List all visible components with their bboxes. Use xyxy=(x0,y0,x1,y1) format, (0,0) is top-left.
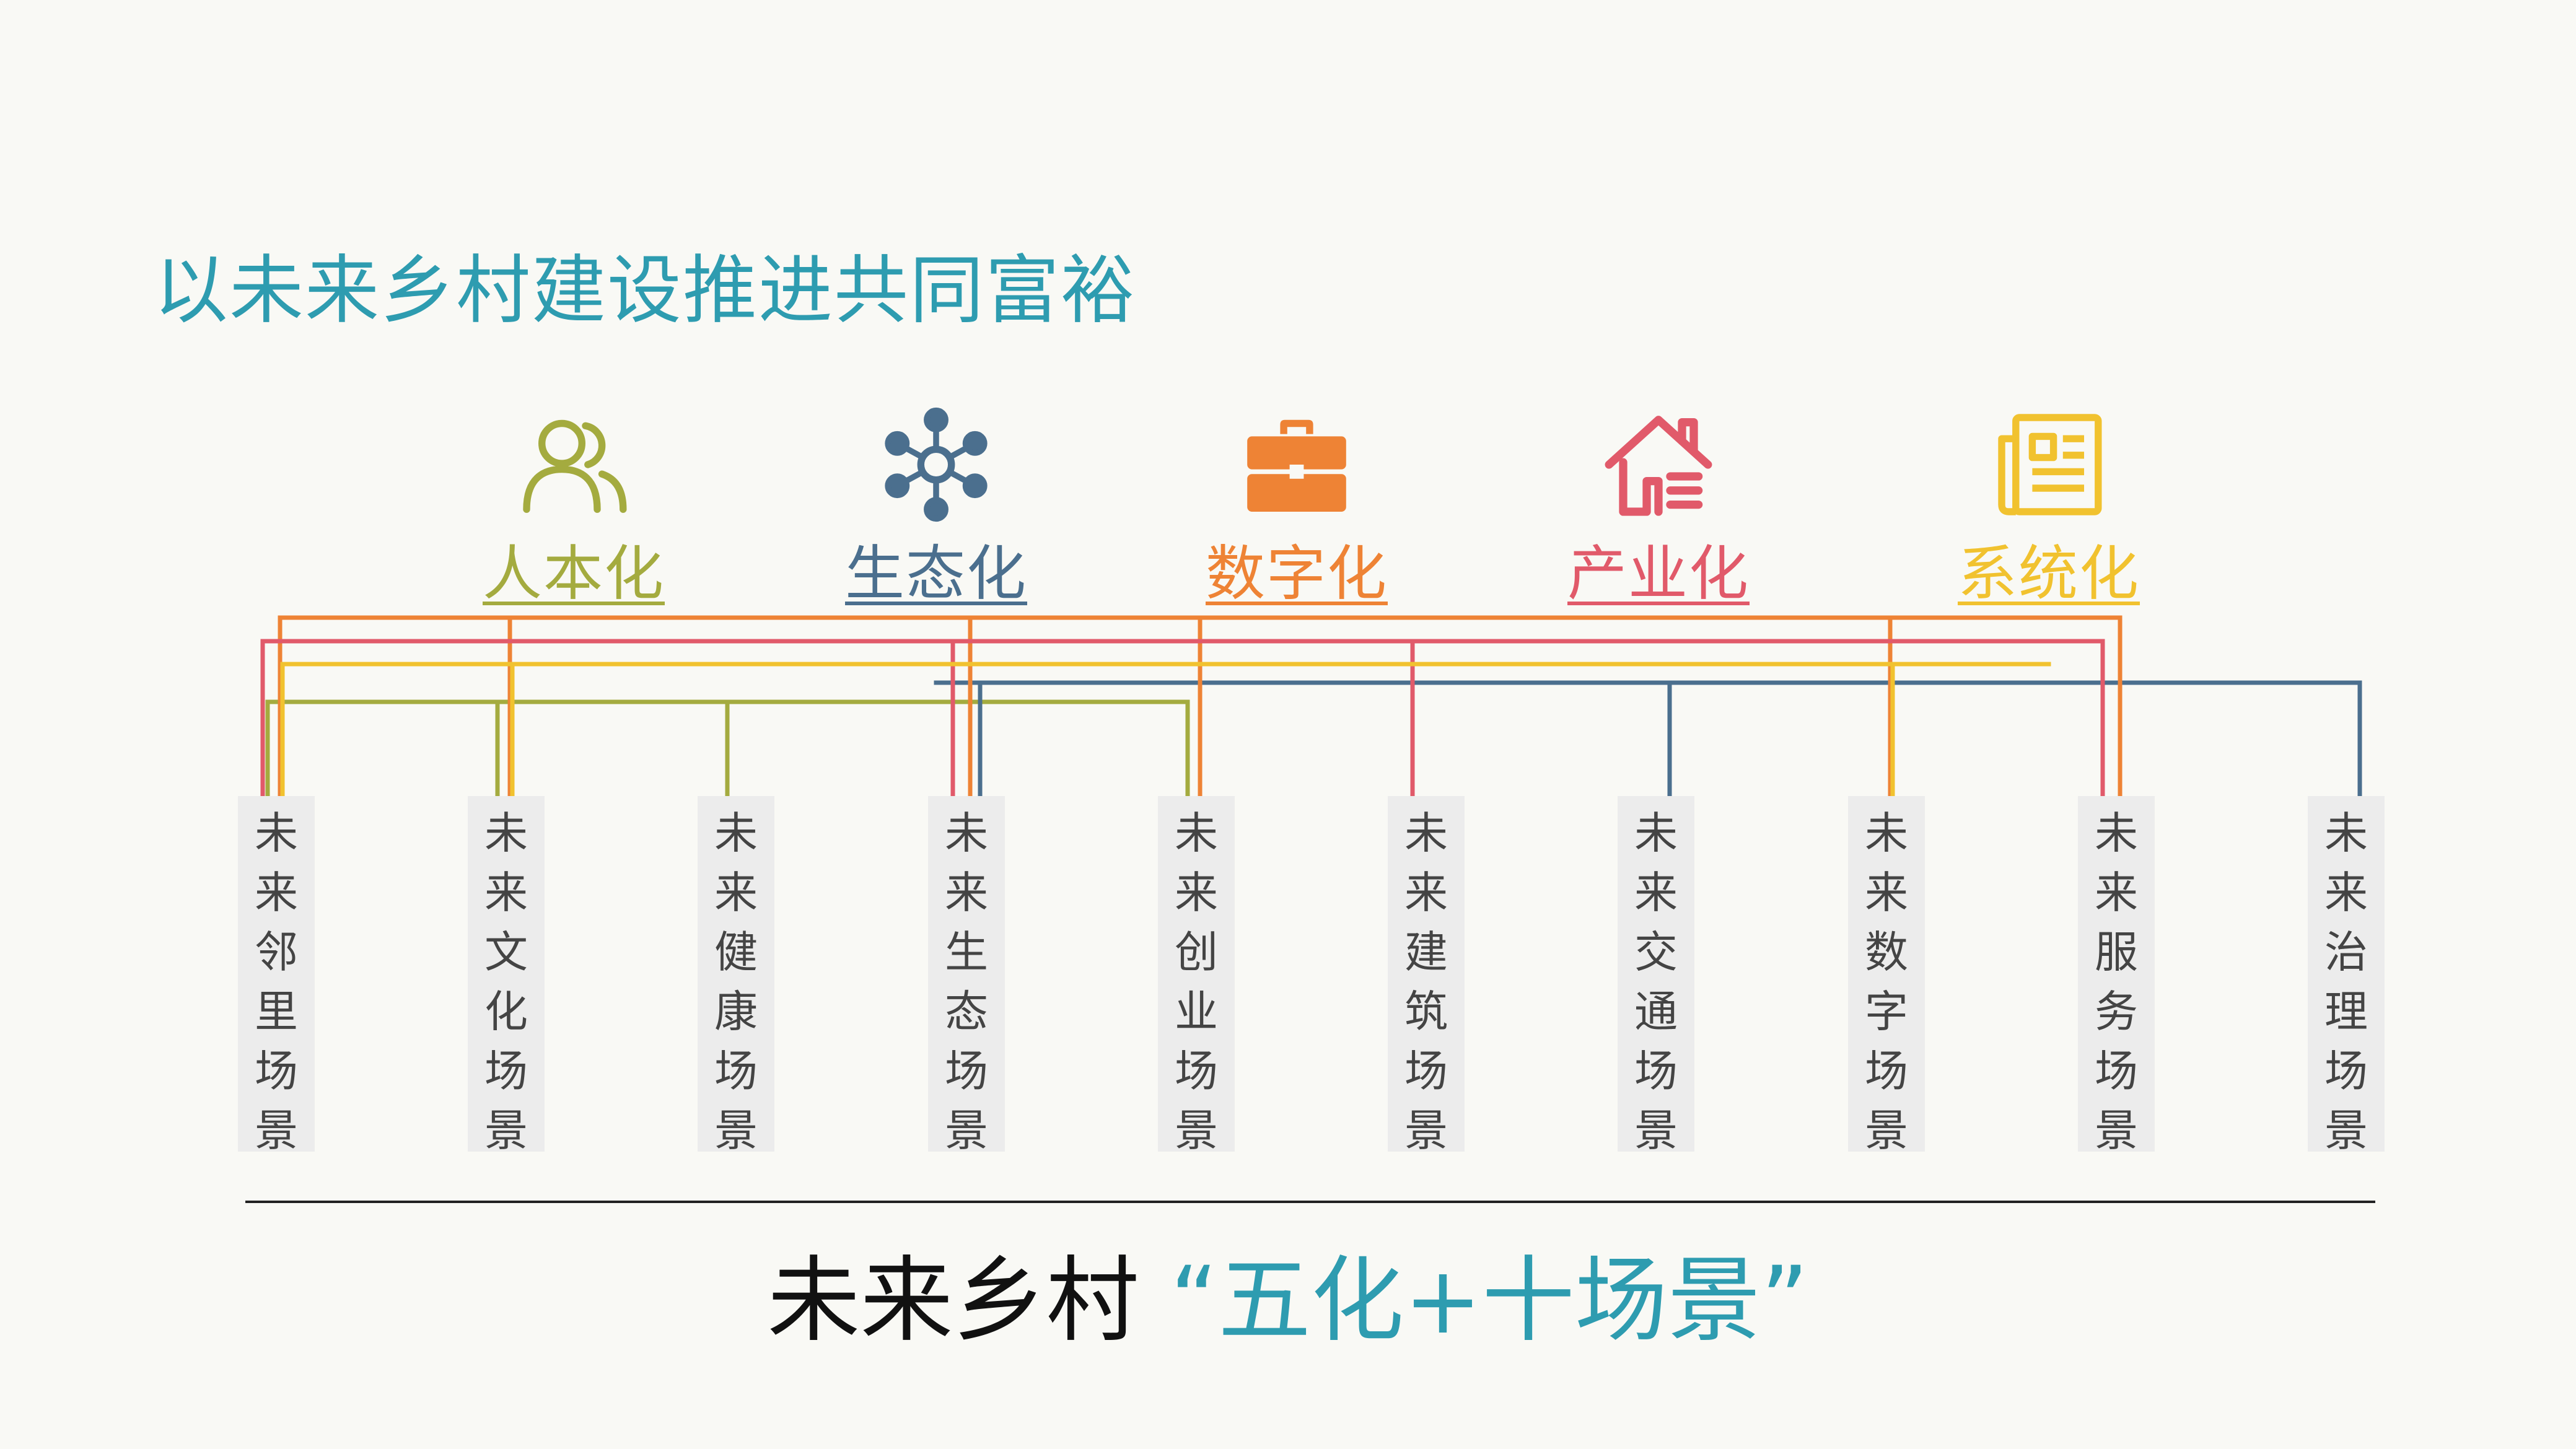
house-icon xyxy=(1605,416,1712,516)
scene-label: 未来文化场景 xyxy=(484,808,528,1156)
scene-label: 未来服务场景 xyxy=(2095,808,2138,1156)
scene-chuangye: 未来创业场景 xyxy=(1158,796,1235,1156)
scene-shuzi: 未来数字场景 xyxy=(1848,796,1925,1156)
footer-title: 未来乡村 “五化+十场景” xyxy=(0,1245,2576,1357)
newspaper-icon xyxy=(1998,414,2102,515)
scene-label: 未来交通场景 xyxy=(1634,808,1678,1156)
category-shengtai: 生态化 xyxy=(806,406,1066,610)
scene-label: 未来建筑场景 xyxy=(1404,808,1448,1156)
scene-label: 未来数字场景 xyxy=(1865,808,1908,1156)
page-title: 以未来乡村建设推进共同富裕 xyxy=(154,248,1136,334)
scene-fuwu: 未来服务场景 xyxy=(2078,796,2155,1156)
category-renben: 人本化 xyxy=(444,406,704,610)
scene-label: 未来邻里场景 xyxy=(255,808,298,1156)
category-label: 人本化 xyxy=(483,539,665,608)
scene-jiankang: 未来健康场景 xyxy=(698,796,774,1156)
category-shuzi: 数字化 xyxy=(1167,406,1427,610)
category-label: 产业化 xyxy=(1567,539,1750,608)
scene-jianzhu: 未来建筑场景 xyxy=(1388,796,1465,1156)
network-icon xyxy=(885,407,988,522)
footer-main: 未来乡村 xyxy=(767,1247,1139,1355)
category-label: 系统化 xyxy=(1958,539,2140,608)
scene-label: 未来健康场景 xyxy=(714,808,758,1156)
briefcase-icon xyxy=(1247,419,1346,512)
scene-wenhua: 未来文化场景 xyxy=(468,796,545,1156)
scene-shengtai: 未来生态场景 xyxy=(928,796,1005,1156)
people-icon xyxy=(523,419,627,513)
scene-label: 未来创业场景 xyxy=(1175,808,1218,1156)
category-label: 生态化 xyxy=(845,539,1027,608)
category-chanye: 产业化 xyxy=(1528,406,1789,610)
scene-zhili: 未来治理场景 xyxy=(2308,796,2385,1156)
scene-jiaotong: 未来交通场景 xyxy=(1618,796,1694,1156)
category-label: 数字化 xyxy=(1206,539,1388,608)
scene-label: 未来生态场景 xyxy=(945,808,988,1156)
scene-linli: 未来邻里场景 xyxy=(238,796,315,1156)
category-xitong: 系统化 xyxy=(1919,406,2179,610)
divider-line xyxy=(245,1201,2375,1203)
footer-highlight: “五化+十场景” xyxy=(1170,1247,1809,1355)
scene-label: 未来治理场景 xyxy=(2324,808,2368,1156)
